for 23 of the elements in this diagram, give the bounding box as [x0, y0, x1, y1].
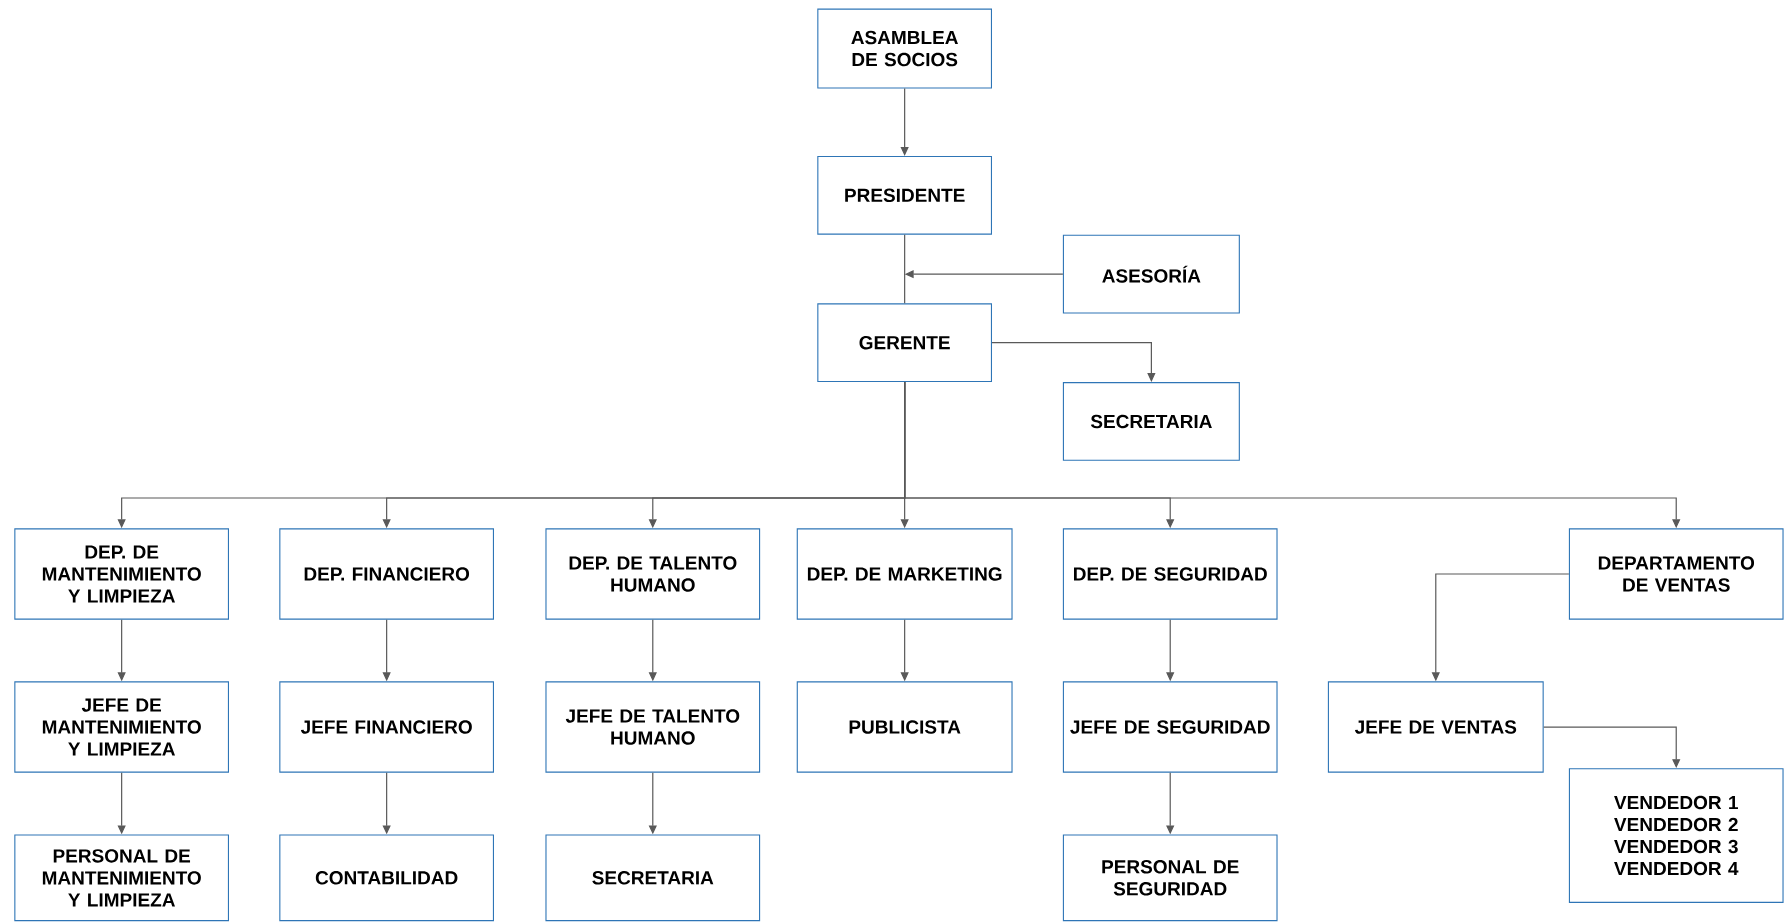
org-box: ASESORÍA — [1062, 234, 1240, 314]
org-box: JEFE DE VENTAS — [1327, 681, 1544, 773]
org-box: JEFE DE SEGURIDAD — [1062, 681, 1278, 773]
org-box: SECRETARIA — [1062, 382, 1240, 461]
org-box: DEP. FINANCIERO — [279, 528, 494, 620]
org-box: PERSONAL DE MANTENIMIENTO Y LIMPIEZA — [14, 834, 229, 922]
org-box: DEP. DE MANTENIMIENTO Y LIMPIEZA — [14, 528, 229, 620]
org-box: GERENTE — [817, 303, 992, 383]
org-box: DEP. DE MARKETING — [796, 528, 1013, 620]
org-box: PERSONAL DE SEGURIDAD — [1062, 834, 1278, 922]
org-box: DEP. DE TALENTO HUMANO — [545, 528, 761, 620]
org-box: DEPARTAMENTO DE VENTAS — [1568, 528, 1784, 620]
org-box: SECRETARIA — [545, 834, 761, 922]
org-box: JEFE DE MANTENIMIENTO Y LIMPIEZA — [14, 681, 229, 773]
org-box: CONTABILIDAD — [279, 834, 494, 922]
org-box: DEP. DE SEGURIDAD — [1062, 528, 1278, 620]
org-box: VENDEDOR 1 VENDEDOR 2 VENDEDOR 3 VENDEDOR 4 — [1568, 768, 1784, 903]
org-box: ASAMBLEA DE SOCIOS — [817, 8, 992, 89]
org-box: JEFE DE TALENTO HUMANO — [545, 681, 761, 773]
connector-arrow — [900, 87, 909, 156]
org-box: PRESIDENTE — [817, 155, 992, 235]
org-box: JEFE FINANCIERO — [279, 681, 494, 773]
org-box: PUBLICISTA — [796, 681, 1013, 773]
